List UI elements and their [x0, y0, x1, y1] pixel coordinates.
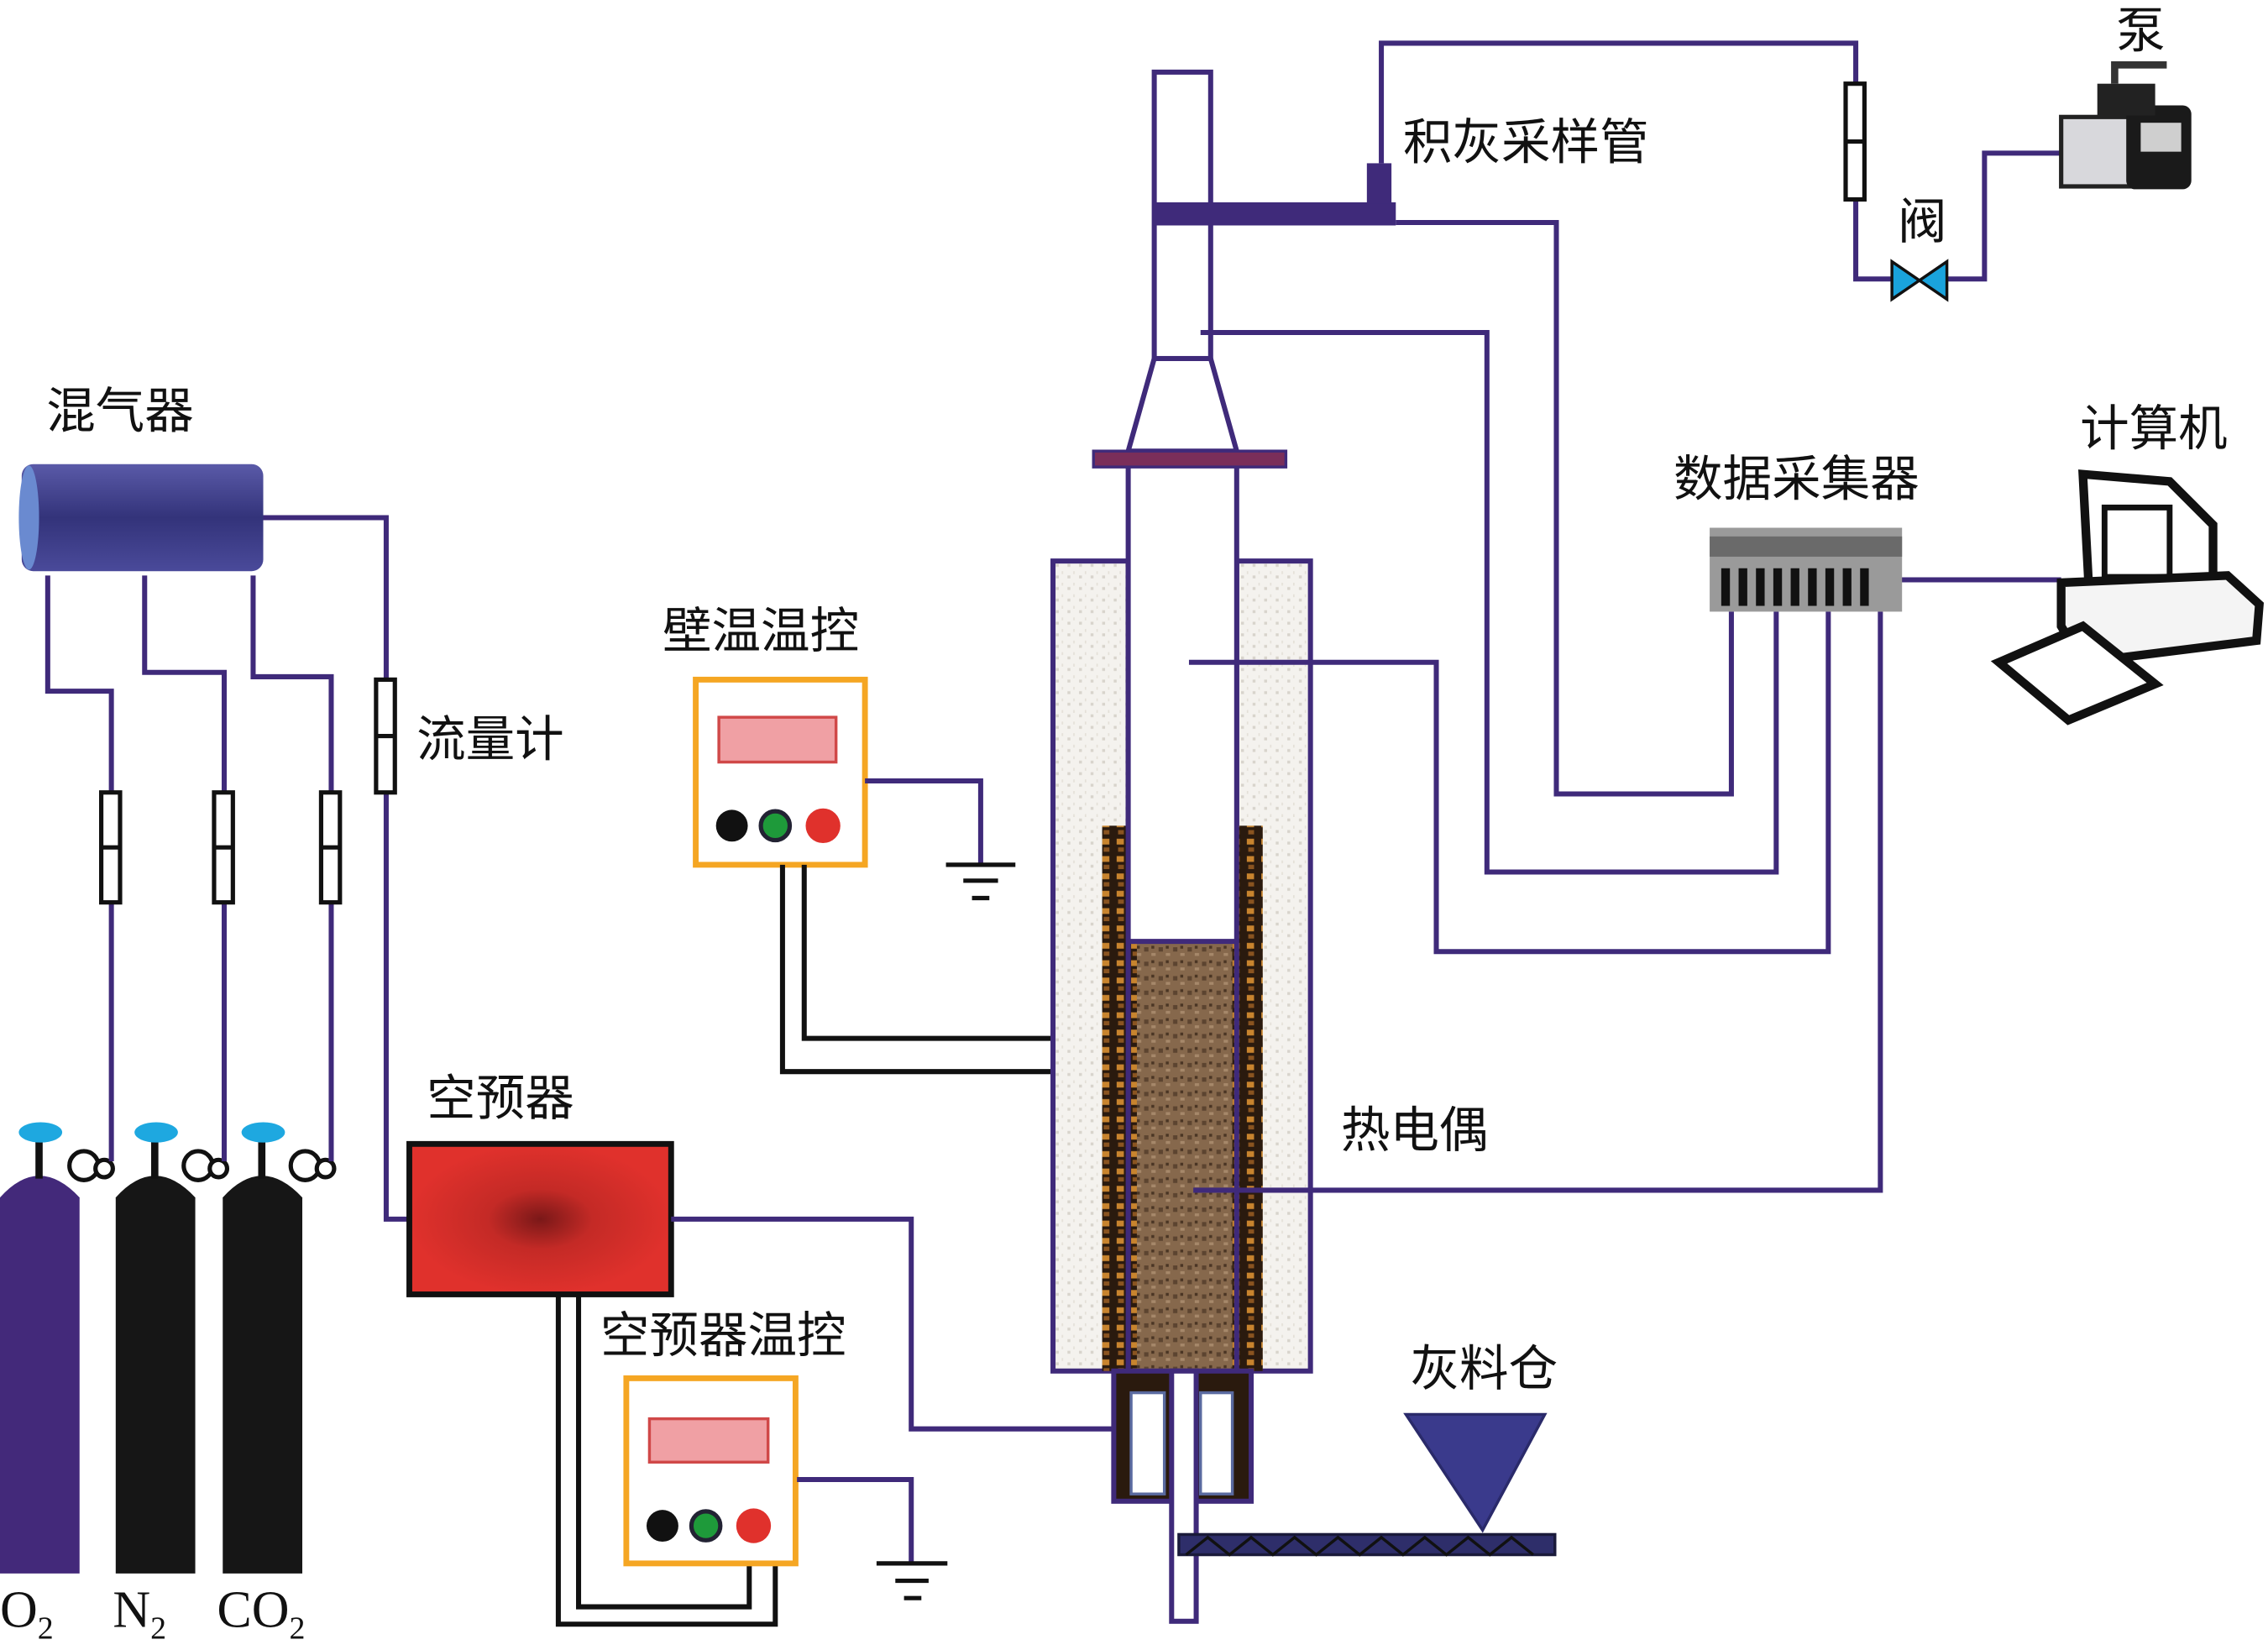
air-preheater-temp-controller-label: 空预器温控: [600, 1307, 846, 1364]
cylinder-cap-icon: [241, 1122, 285, 1143]
knob-green: [689, 1509, 723, 1543]
wall-controller-wires: [779, 864, 1158, 1075]
inner-tube: [1128, 467, 1237, 942]
n2-cylinder: [115, 1122, 230, 1574]
valve-icon[interactable]: [1890, 259, 1949, 302]
gas-label-co2: CO2: [217, 1582, 305, 1647]
flowmeter-icons: [98, 677, 397, 905]
gas-mixer: [18, 464, 264, 572]
ash-hopper: [1403, 1412, 1548, 1533]
thermocouple-label: 热电偶: [1341, 1102, 1489, 1159]
sand-bed: [1136, 941, 1233, 1371]
pump-label: 泵: [2116, 3, 2166, 60]
valve-label: 阀: [1898, 193, 1947, 250]
controller-display: [647, 1417, 770, 1464]
o2-cylinder: [0, 1122, 115, 1574]
knob-red: [805, 808, 841, 844]
controller-display: [717, 715, 838, 764]
knob-black: [646, 1510, 678, 1543]
reactor: [1050, 69, 1313, 1624]
computer-icon: [1990, 469, 2265, 725]
ash-discharge-tube: [1169, 1368, 1199, 1624]
cylinder-cap-icon: [18, 1122, 63, 1143]
cylinder-cap-icon: [134, 1122, 178, 1143]
flowmeter-label: 流量计: [416, 711, 564, 768]
ground-icon: [865, 778, 1016, 901]
air-preheater: [406, 1140, 674, 1297]
gas-supply-lines: [45, 515, 410, 1222]
flowmeter-icon: [1843, 81, 1867, 202]
sampling-line: [1379, 40, 1859, 164]
mixer-label: 混气器: [46, 383, 194, 440]
flange: [1092, 449, 1288, 469]
co2-cylinder: [223, 1122, 337, 1574]
screw-thread: [1185, 1535, 1535, 1557]
knob-green: [758, 809, 793, 843]
gas-label-n2: N2: [113, 1582, 166, 1647]
knob-red: [736, 1508, 772, 1543]
ash-hopper-label: 灰料仓: [1411, 1340, 1558, 1397]
data-acquisition-label: 数据采集器: [1674, 451, 1920, 508]
gas-label-o2: O2: [0, 1582, 54, 1647]
wall-temp-controller-label: 壁温温控: [663, 602, 859, 659]
pump-icon: [2059, 60, 2192, 190]
preheater-controller-wires: [555, 1294, 778, 1627]
ash-sampling-tube-label: 积灰采样管: [1403, 113, 1649, 170]
ash-sampling-tube: [1152, 202, 1396, 226]
cone-section: [1124, 355, 1240, 454]
wall-temp-controller: [693, 676, 868, 868]
preheater-outlet-line: [671, 1216, 1114, 1432]
air-preheater-temp-controller: [623, 1375, 799, 1567]
air-preheater-label: 空预器: [427, 1070, 574, 1127]
computer-label: 计算机: [2080, 400, 2228, 457]
data-acquisition-unit: [1710, 527, 1903, 612]
knob-black: [715, 809, 748, 842]
signal-lines: [1188, 220, 2061, 1193]
ground-icon: [797, 1476, 948, 1600]
